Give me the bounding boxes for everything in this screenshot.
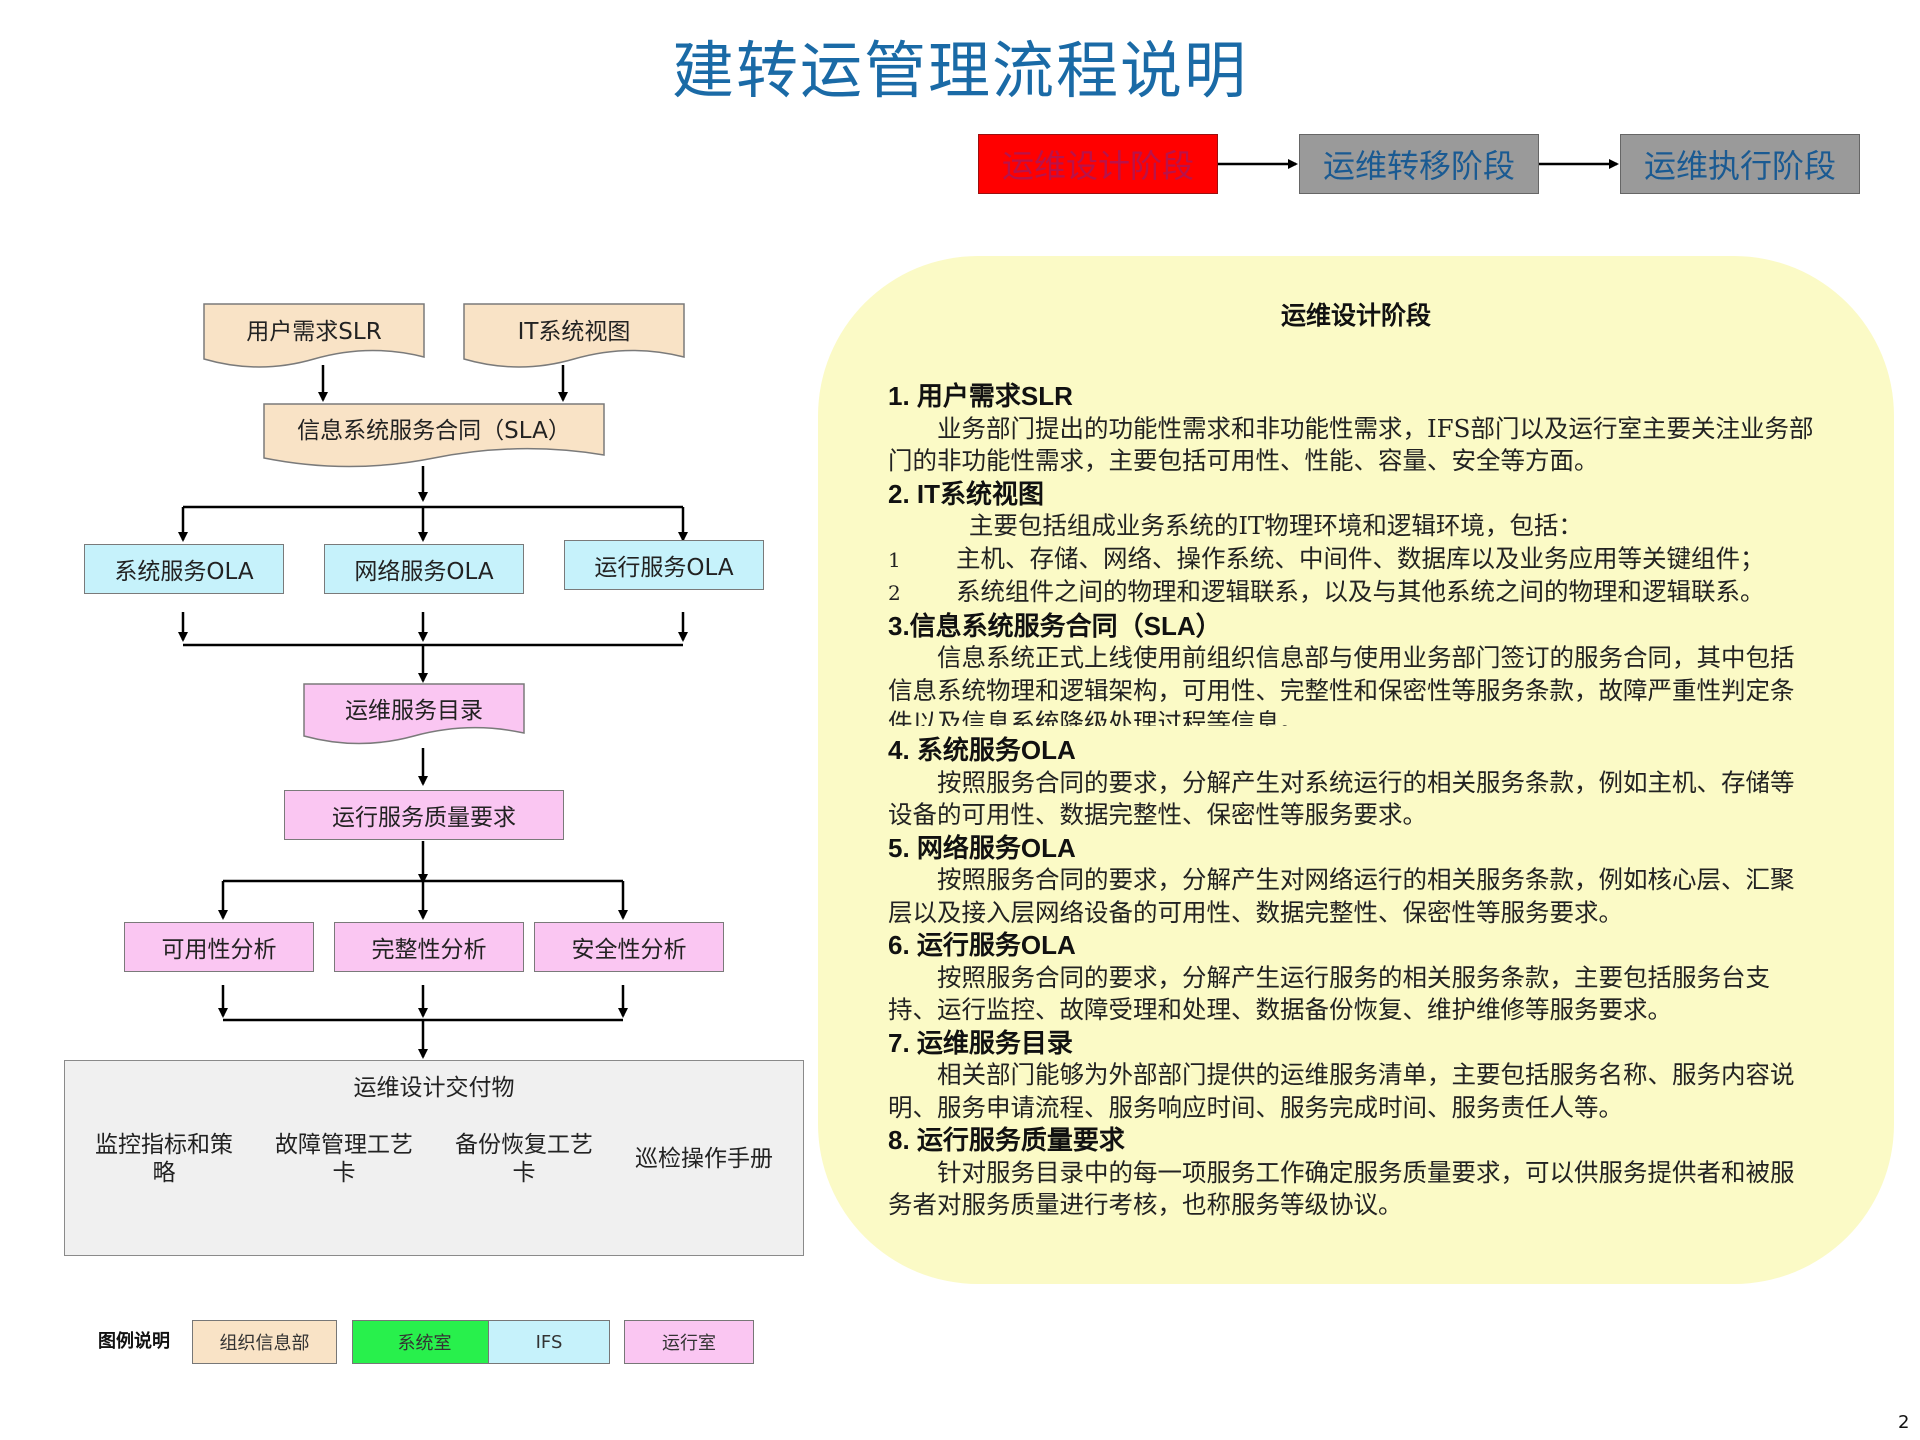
section-6-heading: 6. 运行服务OLA xyxy=(888,930,1076,960)
section-2-item-1: 1 主机、存储、网络、操作系统、中间件、数据库以及业务应用等关键组件； xyxy=(888,543,1818,577)
catalog-box: 运维服务目录 xyxy=(345,698,483,724)
section-6-text: 按照服务合同的要求，分解产生运行服务的相关服务条款，主要包括服务台支持、运行监控… xyxy=(888,962,1770,1025)
security-box: 安全性分析 xyxy=(534,922,724,972)
section-7-heading: 7. 运维服务目录 xyxy=(888,1027,1073,1058)
deliverable-backup-card: 备份恢复工艺卡 xyxy=(455,1132,593,1186)
deliverable-monitoring: 监控指标和策略 xyxy=(95,1132,233,1186)
deliverables-group xyxy=(64,1060,804,1256)
deliverables-title: 运维设计交付物 xyxy=(353,1075,515,1101)
section-5-text: 按照服务合同的要求，分解产生对网络运行的相关服务条款，例如核心层、汇聚层以及接入… xyxy=(888,865,1795,927)
page-number: 2 xyxy=(1898,1412,1910,1433)
slr-box: 用户需求SLR xyxy=(246,319,382,345)
legend-system-room: 系统室 xyxy=(352,1320,497,1364)
doc-shape-itview xyxy=(463,303,685,368)
phase-transfer-tab[interactable]: 运维转移阶段 xyxy=(1299,134,1539,194)
legend-org: 组织信息部 xyxy=(192,1320,337,1364)
section-2-item-2: 2 系统组件之间的物理和逻辑联系，以及与其他系统之间的物理和逻辑联系。 xyxy=(888,576,1818,610)
doc-shape-sla xyxy=(263,403,605,468)
section-8-heading: 8. 运行服务质量要求 xyxy=(888,1125,1125,1155)
phase-execute-tab[interactable]: 运维执行阶段 xyxy=(1620,134,1860,194)
item-number: 2 xyxy=(888,581,901,605)
section-1-heading: 1. 用户需求SLR xyxy=(888,381,1073,411)
section-4-heading: 4. 系统服务OLA xyxy=(888,735,1076,765)
section-5-heading: 5. 网络服务OLA xyxy=(888,832,1076,863)
doc-shape-catalog xyxy=(303,683,525,745)
deliverable-inspection-manual: 巡检操作手册 xyxy=(635,1146,773,1172)
section-3-heading: 3.信息系统服务合同（SLA） xyxy=(888,610,1222,641)
integrity-box: 完整性分析 xyxy=(334,922,524,972)
section-2-heading: 2. IT系统视图 xyxy=(888,478,1045,509)
section-4-text: 按照服务合同的要求，分解产生对系统运行的相关服务条款，例如主机、存储等设备的可用… xyxy=(888,767,1795,830)
sla-box: 信息系统服务合同（SLA） xyxy=(297,418,571,444)
section-3-text: 信息系统正式上线使用前组织信息部与使用业务部门签订的服务合同，其中包括信息系统物… xyxy=(888,643,1795,726)
legend-ifs: IFS xyxy=(488,1320,610,1364)
availability-box: 可用性分析 xyxy=(124,922,314,972)
legend-run-room: 运行室 xyxy=(624,1320,754,1364)
legend-label: 图例说明 xyxy=(98,1331,170,1352)
itview-box: IT系统视图 xyxy=(517,319,631,345)
page-title: 建转运管理流程说明 xyxy=(671,34,1248,107)
phase-design-tab[interactable]: 运维设计阶段 xyxy=(978,134,1218,194)
item-text: 系统组件之间的物理和逻辑联系，以及与其他系统之间的物理和逻辑联系。 xyxy=(956,577,1765,606)
ola-run-box: 运行服务OLA xyxy=(564,540,764,590)
section-8-text: 针对服务目录中的每一项服务工作确定服务质量要求，可以供服务提供者和被服务者对服务… xyxy=(888,1157,1795,1220)
quality-box: 运行服务质量要求 xyxy=(284,790,564,840)
ola-network-box: 网络服务OLA xyxy=(324,544,524,594)
section-1-text: 业务部门提出的功能性需求和非功能性需求，IFS部门以及运行室主要关注业务部门的非… xyxy=(888,413,1814,476)
deliverable-fault-card: 故障管理工艺卡 xyxy=(275,1132,413,1186)
doc-shape-slr xyxy=(203,303,425,368)
ola-system-box: 系统服务OLA xyxy=(84,544,284,594)
panel-content: 1. 用户需求SLR 业务部门提出的功能性需求和非功能性需求，IFS部门以及运行… xyxy=(888,380,1818,1222)
section-2-intro: 主要包括组成业务系统的IT物理环境和逻辑环境，包括： xyxy=(968,511,1583,540)
description-panel xyxy=(818,256,1894,1284)
panel-title: 运维设计阶段 xyxy=(1280,301,1431,330)
item-text: 主机、存储、网络、操作系统、中间件、数据库以及业务应用等关键组件； xyxy=(956,543,1765,573)
section-7-text: 相关部门能够为外部部门提供的运维服务清单，主要包括服务名称、服务内容说明、服务申… xyxy=(888,1060,1795,1122)
item-number: 1 xyxy=(888,547,901,572)
